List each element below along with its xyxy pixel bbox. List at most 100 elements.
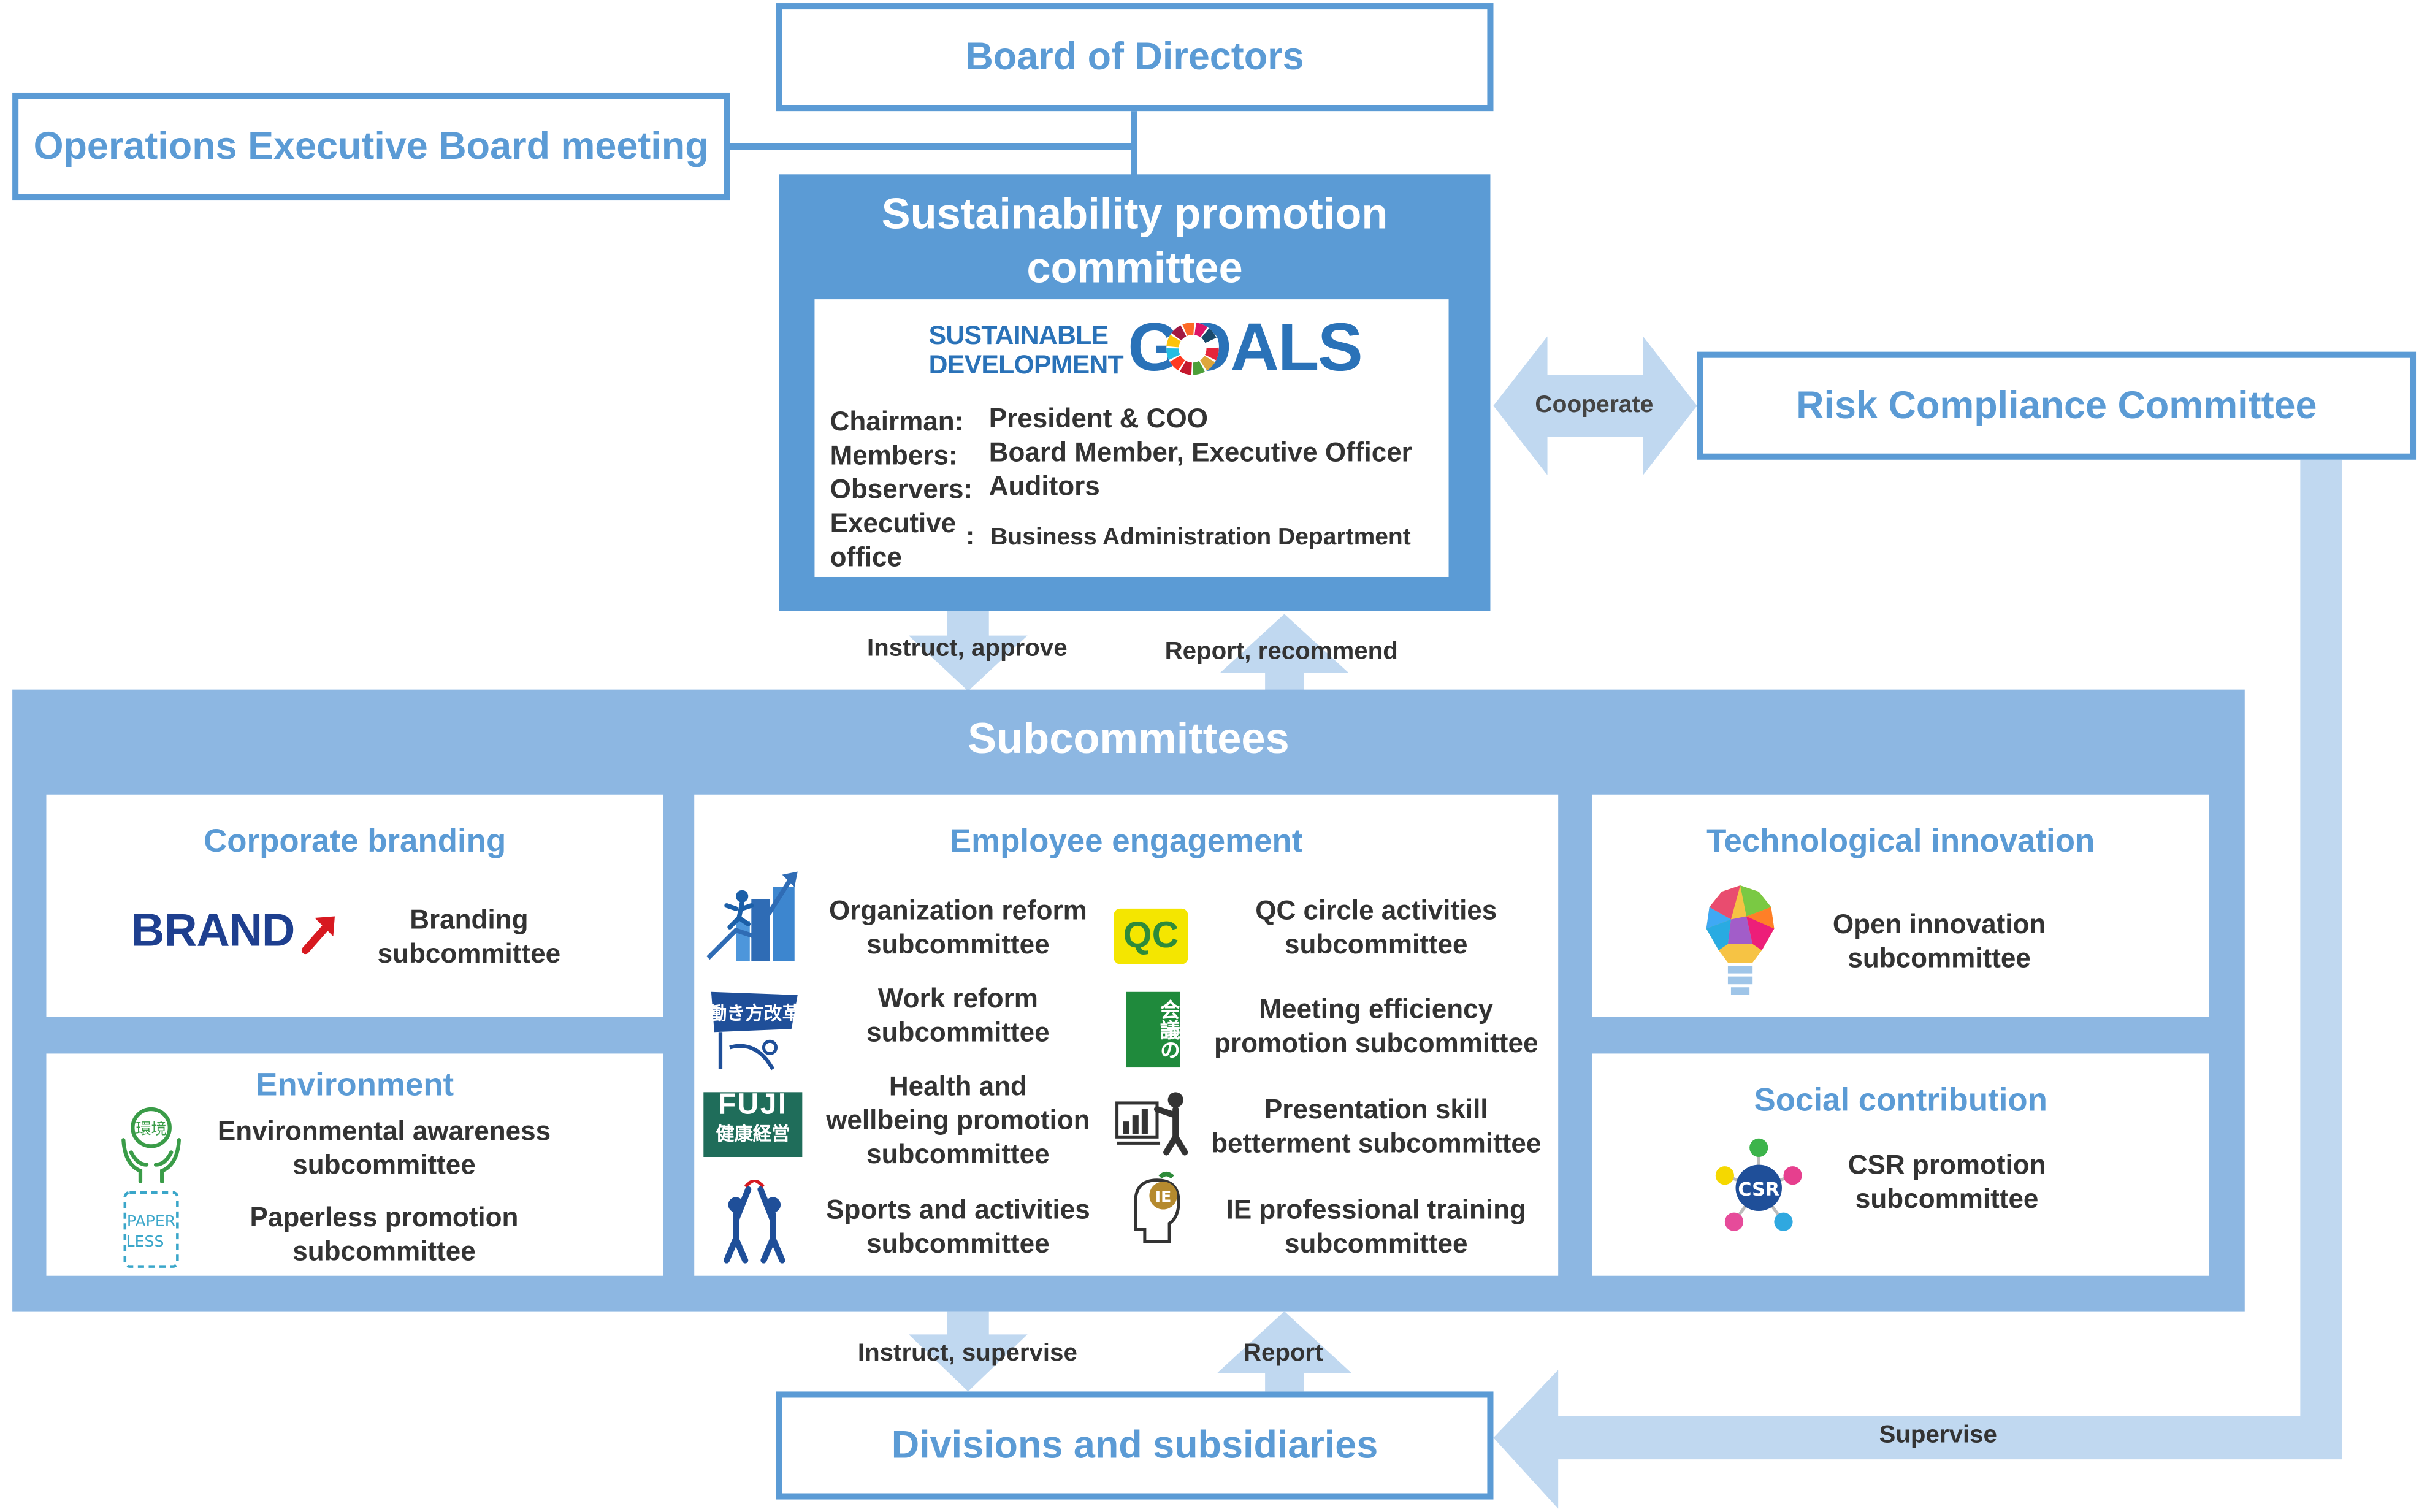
environmental-awareness-subcommittee: Environmental awareness subcommittee bbox=[201, 1114, 568, 1182]
divisions-subsidiaries-box: Divisions and subsidiaries bbox=[776, 1391, 1494, 1500]
ie-training-icon: IE bbox=[1134, 1171, 1180, 1243]
instruct-approve-label: Instruct, approve bbox=[866, 635, 1068, 662]
org-reform-line2: subcommittee bbox=[866, 928, 1050, 960]
supervise-label: Supervise bbox=[1879, 1422, 1997, 1449]
environment-title: Environment bbox=[256, 1067, 454, 1103]
social-contribution-title: Social contribution bbox=[1754, 1083, 2047, 1119]
work-reform-line1: Work reform bbox=[877, 982, 1038, 1014]
meeting-efficiency-subcommittee: Meeting efficiency promotion subcommitte… bbox=[1203, 992, 1549, 1060]
open-innovation-line2: subcommittee bbox=[1848, 942, 2031, 974]
paperless-icon: PAPER LESS bbox=[123, 1191, 179, 1268]
presentation-line1: Presentation skill bbox=[1264, 1093, 1488, 1125]
fuji-icon-line1: FUJI bbox=[717, 1089, 788, 1122]
committee-member-keys: Chairman: Members: Observers: Executive … bbox=[830, 404, 973, 574]
instruct-approve-arrow bbox=[908, 609, 1028, 692]
employee-engagement-title: Employee engagement bbox=[949, 823, 1303, 860]
ie-training-subcommittee: IE professional training subcommittee bbox=[1203, 1193, 1549, 1261]
cooperate-arrow bbox=[1493, 336, 1697, 475]
sdg-line1: SUSTAINABLE bbox=[928, 321, 1109, 351]
report-recommend-label: Report, recommend bbox=[1164, 638, 1398, 665]
board-of-directors-label: Board of Directors bbox=[965, 34, 1304, 78]
members-value: Board Member, Executive Officer bbox=[988, 437, 1412, 468]
open-innovation-line1: Open innovation bbox=[1832, 908, 2046, 940]
social-contribution-panel: Social contribution CSR CSR promotion su… bbox=[1592, 1053, 2209, 1276]
presentation-skill-subcommittee: Presentation skill betterment subcommitt… bbox=[1203, 1092, 1549, 1160]
operations-executive-label: Operations Executive Board meeting bbox=[33, 124, 709, 167]
branding-line2: subcommittee bbox=[377, 937, 561, 969]
innovation-lightbulb-icon bbox=[1706, 885, 1775, 995]
paperless-promotion-line2: subcommittee bbox=[292, 1235, 476, 1267]
ie-line2: subcommittee bbox=[1285, 1228, 1468, 1259]
environment-hands-icon: 環境 bbox=[121, 1107, 182, 1183]
ie-icon-text: IE bbox=[1155, 1188, 1172, 1205]
sports-activities-subcommittee: Sports and activities subcommittee bbox=[817, 1193, 1098, 1261]
committee-title-line2: committee bbox=[1026, 243, 1243, 292]
executive-office-value: Business Administration Department bbox=[990, 524, 1411, 551]
corporate-branding-title: Corporate branding bbox=[204, 823, 506, 860]
csr-network-icon: CSR bbox=[1715, 1138, 1802, 1231]
sports-line1: Sports and activities bbox=[826, 1194, 1090, 1225]
paperless-line2: LESS bbox=[126, 1232, 164, 1250]
sdg-logo-text: SUSTAINABLE DEVELOPMENT bbox=[928, 321, 1124, 380]
env-awareness-line2: subcommittee bbox=[292, 1149, 476, 1180]
health-wellbeing-subcommittee: Health and wellbeing promotion subcommit… bbox=[817, 1069, 1098, 1171]
environment-icon-text: 環境 bbox=[136, 1120, 166, 1137]
chairman-key: Chairman: bbox=[830, 405, 964, 437]
board-of-directors-box: Board of Directors bbox=[776, 3, 1494, 112]
committee-member-values: President & COO Board Member, Executive … bbox=[989, 401, 1412, 503]
sdg-wheel-icon bbox=[1166, 322, 1219, 375]
health-line2: wellbeing promotion bbox=[826, 1104, 1090, 1136]
board-connector-lines bbox=[728, 108, 1137, 176]
employee-engagement-panel: Employee engagement Organization reform … bbox=[694, 794, 1559, 1276]
committee-info-panel: SUSTAINABLE DEVELOPMENT GOALS Cha bbox=[814, 299, 1449, 577]
branding-subcommittee: Branding subcommittee bbox=[355, 903, 583, 971]
health-line1: Health and bbox=[888, 1071, 1027, 1102]
open-innovation-subcommittee: Open innovation subcommittee bbox=[1816, 907, 2063, 975]
brand-logo: BRAND bbox=[131, 905, 296, 956]
meeting-line1: Meeting efficiency bbox=[1259, 993, 1494, 1025]
observers-value: Auditors bbox=[988, 470, 1100, 502]
presentation-line2: betterment subcommittee bbox=[1211, 1128, 1542, 1159]
cooperate-label: Cooperate bbox=[1535, 392, 1654, 418]
sustainability-committee-box: Sustainability promotion committee SUSTA… bbox=[779, 174, 1491, 611]
ie-line1: IE professional training bbox=[1226, 1194, 1526, 1225]
report-label: Report bbox=[1243, 1340, 1323, 1367]
technological-innovation-title: Technological innovation bbox=[1706, 823, 2095, 860]
report-arrow bbox=[1217, 1311, 1352, 1392]
organization-reform-subcommittee: Organization reform subcommittee bbox=[817, 893, 1098, 961]
instruct-supervise-label: Instruct, supervise bbox=[857, 1340, 1077, 1367]
qc-line1: QC circle activities bbox=[1255, 895, 1497, 926]
work-reform-subcommittee: Work reform subcommittee bbox=[817, 981, 1098, 1049]
committee-title-line1: Sustainability promotion bbox=[881, 189, 1388, 238]
env-awareness-line1: Environmental awareness bbox=[217, 1115, 551, 1147]
executive-office-key-line1: Executive bbox=[830, 507, 957, 539]
executive-office-key-line2: office bbox=[830, 541, 903, 573]
subcommittees-title: Subcommittees bbox=[968, 714, 1290, 762]
paperless-line1: PAPER bbox=[127, 1212, 175, 1230]
work-reform-banner-text: 働き方改革 bbox=[708, 1002, 801, 1025]
csr-promotion-subcommittee: CSR promotion subcommittee bbox=[1824, 1148, 2071, 1216]
qc-circle-icon: QC bbox=[1114, 908, 1188, 964]
paperless-promotion-subcommittee: Paperless promotion subcommittee bbox=[230, 1200, 538, 1268]
brand-arrow-icon bbox=[301, 916, 335, 955]
qc-circle-subcommittee: QC circle activities subcommittee bbox=[1203, 893, 1549, 961]
technological-innovation-panel: Technological innovation Open innovation… bbox=[1592, 794, 2209, 1017]
fuji-health-icon: FUJI 健康経営 bbox=[703, 1089, 803, 1157]
paperless-promotion-line1: Paperless promotion bbox=[250, 1201, 519, 1233]
csr-icon-text: CSR bbox=[1738, 1179, 1779, 1201]
committee-title: Sustainability promotion committee bbox=[779, 186, 1491, 294]
presentation-icon bbox=[1115, 1092, 1188, 1156]
qc-line2: subcommittee bbox=[1285, 928, 1468, 960]
sports-high-five-icon bbox=[724, 1180, 785, 1264]
sports-line2: subcommittee bbox=[866, 1228, 1050, 1259]
organization-reform-icon bbox=[706, 871, 798, 961]
corporate-branding-panel: Corporate branding BRAND Branding subcom… bbox=[46, 794, 663, 1017]
sdg-line2: DEVELOPMENT bbox=[928, 350, 1124, 380]
report-recommend-arrow bbox=[1220, 614, 1348, 692]
operations-executive-box: Operations Executive Board meeting bbox=[12, 92, 730, 201]
branding-line1: Branding bbox=[410, 904, 529, 935]
divisions-subsidiaries-label: Divisions and subsidiaries bbox=[891, 1423, 1378, 1467]
csr-promotion-line1: CSR promotion bbox=[1848, 1149, 2046, 1180]
work-reform-flag-icon: 働き方改革 bbox=[708, 991, 801, 1071]
